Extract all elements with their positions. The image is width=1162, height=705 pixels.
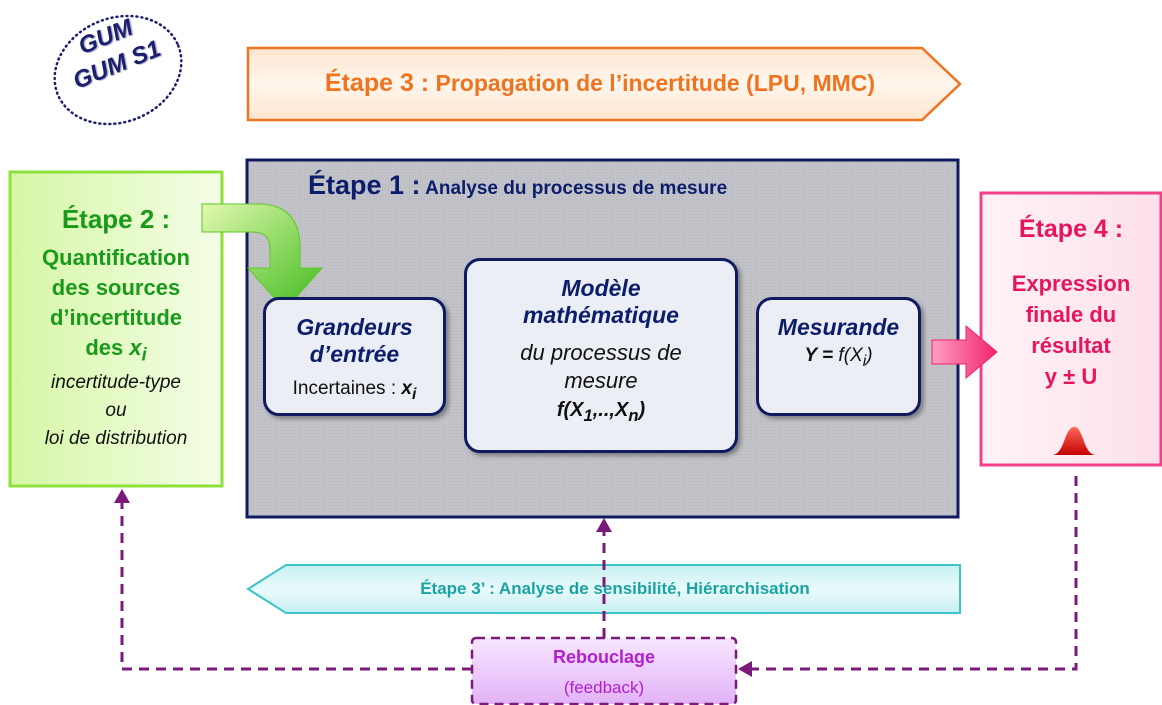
step4-label: Étape 4 : [1018, 215, 1124, 243]
step2-lines: Quantification des sources d’incertitude… [10, 243, 222, 369]
modele-formula: f(X1,..,Xn) [467, 399, 735, 426]
feedback-arrowhead-right [738, 661, 752, 677]
mesurande-title: Mesurande [777, 314, 900, 340]
feedback-arrowhead-center [596, 518, 612, 532]
grandeurs-var: x [401, 378, 412, 399]
grandeurs-var-sub: i [411, 385, 417, 403]
step1-heading: Étape 1 : Analyse du processus de mesure [308, 170, 727, 201]
step2-opt2: ou [105, 400, 127, 422]
step4-box [979, 191, 1162, 467]
distribution-bell-icon [1052, 426, 1096, 455]
mesurande-box: Mesurande Y = f(Xi) [756, 297, 921, 416]
step3prime-text: Étape 3’ : Analyse de sensibilité, Hiéra… [420, 579, 810, 598]
step3prime-arrow-shape [246, 564, 961, 614]
gum-stamp-oval [53, 14, 183, 126]
formula-end: ) [638, 399, 646, 421]
step1-text: Analyse du processus de mesure [425, 178, 728, 199]
mesurande-eq-end: ) [866, 345, 873, 366]
feedback-content: Rebouclage (feedback) [472, 638, 736, 704]
grandeurs-title-2: d’entrée [309, 341, 400, 367]
step2-label: Étape 2 : [61, 204, 171, 234]
feedback-line-right [748, 476, 1078, 671]
step2-line2: des sources [51, 275, 181, 300]
formula-subn: n [628, 406, 639, 425]
step2-var-sub: i [141, 343, 147, 365]
step4-line4: y ± U [1044, 364, 1098, 389]
step2-line1: Quantification [42, 245, 190, 270]
modele-line1: Modèle [561, 275, 641, 301]
step2-content: Étape 2 : Quantification des sources d’i… [10, 174, 222, 486]
step2-line3: d’incertitude [49, 305, 182, 330]
step4-line1: Expression [1011, 271, 1131, 296]
step2-var: x [129, 335, 142, 360]
grandeurs-title-1: Grandeurs [296, 314, 413, 340]
mesurande-eq-lhs: Y = [804, 345, 839, 366]
mesurande-eq-sub: i [862, 352, 867, 370]
step2-line4: des xi [10, 333, 222, 369]
formula-f: f(X [556, 399, 584, 421]
step4-line3: résultat [1031, 333, 1111, 358]
feedback-box [470, 636, 738, 705]
step4-content: Étape 4 : Expression finale du résultat … [981, 193, 1161, 465]
step2-opt3: loi de distribution [44, 428, 188, 450]
feedback-line-left [120, 502, 472, 671]
mesurande-eq: Y = f(Xi) [759, 345, 918, 371]
modele-line2: mathématique [523, 302, 679, 328]
step4-lines: Expression finale du résultat y ± U [981, 268, 1161, 392]
grandeurs-sub: Incertaines : xi [266, 378, 443, 404]
feedback-sublabel: (feedback) [563, 678, 645, 697]
step2-line4-text: des [85, 335, 130, 360]
mesurande-eq-f: f(X [838, 345, 863, 366]
step2-opt1: incertitude-type [51, 372, 181, 394]
feedback-arrowhead-left [114, 489, 130, 503]
grandeurs-sub-text: Incertaines : [292, 378, 402, 399]
formula-sub1: 1 [583, 406, 593, 425]
step3-arrow-shape [246, 46, 962, 122]
grandeurs-box: Grandeurs d’entrée Incertaines : xi [263, 297, 446, 416]
modele-line3: du processus de [520, 340, 682, 365]
modele-line4: mesure [564, 368, 638, 393]
formula-mid: ,..,X [592, 399, 629, 421]
step2-box [8, 170, 224, 488]
step3-heading: Étape 3 : Propagation de l’incertitude (… [250, 47, 950, 119]
pink-arrow [931, 324, 998, 380]
feedback-label: Rebouclage [552, 647, 656, 667]
step3-label: Étape 3 : [324, 69, 430, 97]
step4-line2: finale du [1025, 302, 1117, 327]
step3-text: Propagation de l’incertitude (LPU, MMC) [435, 70, 876, 96]
modele-box: Modèle mathématique du processus de mesu… [464, 258, 738, 453]
step1-label: Étape 1 : [308, 170, 421, 200]
